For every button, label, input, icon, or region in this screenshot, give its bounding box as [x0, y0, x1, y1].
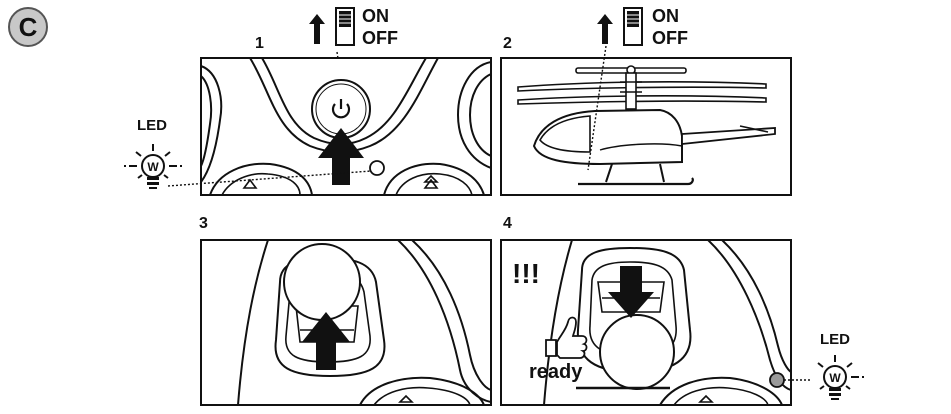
section-badge: C [8, 7, 48, 47]
switch-up-icon [309, 7, 355, 46]
step-2: 2 ON OFF [500, 6, 792, 196]
ready-label: ready [529, 361, 583, 383]
led-indicator [769, 372, 785, 388]
push-up-arrow [302, 312, 350, 370]
joystick-knob[interactable] [283, 243, 361, 321]
joystick-knob[interactable] [599, 314, 675, 390]
press-up-arrow [318, 128, 364, 185]
switch-off-label: OFF [652, 28, 688, 48]
switch-off-label: OFF [362, 28, 398, 48]
switch-on-label: ON [362, 6, 389, 26]
led-bulb-icon [817, 355, 864, 400]
helicopter-illustration [517, 65, 776, 186]
step-number: 1 [255, 35, 264, 52]
push-down-arrow [608, 266, 654, 318]
power-icon [331, 99, 351, 119]
led-letter: W [147, 160, 159, 174]
led-label: LED [137, 117, 167, 134]
power-button[interactable] [311, 79, 371, 139]
led-indicator [369, 160, 385, 176]
remote-closeup [201, 58, 491, 195]
switch-up-icon [597, 7, 643, 46]
switch-on-label: ON [652, 6, 679, 26]
step-1: 1 ON OFF [124, 6, 492, 196]
step-4: 4 !!! ready LED [500, 215, 864, 406]
led-bulb-icon [124, 144, 182, 189]
step-number: 2 [503, 35, 512, 52]
step-number: 4 [503, 215, 512, 232]
led-label: LED [820, 331, 850, 348]
thumbs-up-icon [545, 316, 588, 359]
warning-marks: !!! [512, 258, 540, 289]
step-3: 3 [199, 215, 492, 406]
section-letter: C [19, 12, 38, 42]
step-number: 3 [199, 215, 208, 232]
led-letter: W [829, 371, 841, 385]
